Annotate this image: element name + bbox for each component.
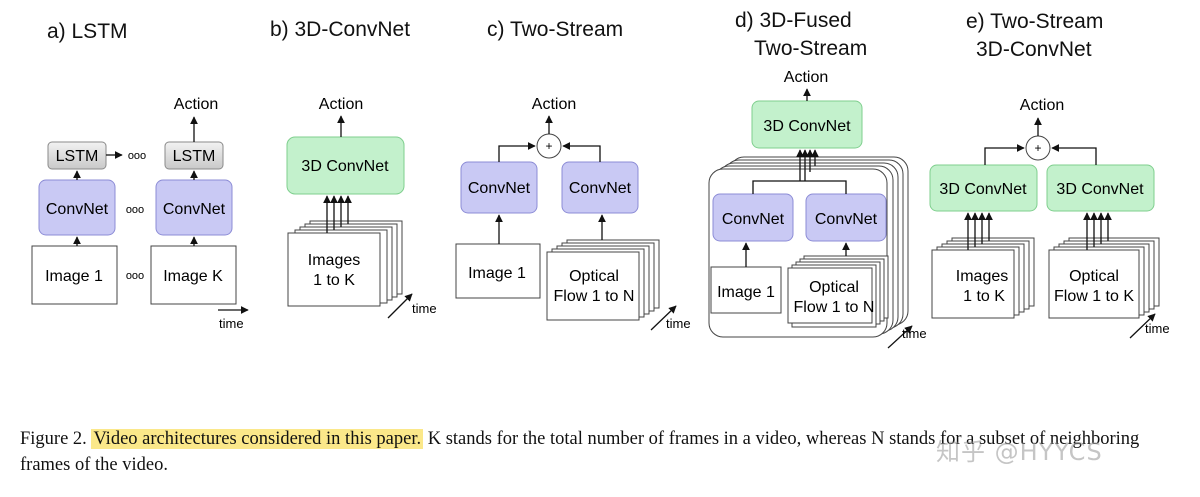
image-stack-b-label-2: 1 to K: [313, 272, 355, 289]
panel-e-action-label: Action: [1020, 97, 1064, 114]
image-box-c: [455, 243, 541, 299]
panel-c-title: c) Two-Stream: [487, 18, 623, 41]
panel-c-two-stream: c) Two-Stream Action + ConvNet ConvNet I…: [455, 18, 691, 331]
flow-stack-d: [787, 255, 889, 328]
flow-stack-e-label-1: Optical: [1069, 268, 1119, 285]
image-stack-b: [287, 220, 403, 307]
caption-highlight: Video architectures considered in this p…: [91, 429, 424, 449]
caption-rest: K stands for the total number of frames …: [20, 429, 1140, 475]
panel-e-time-label: time: [1145, 321, 1170, 336]
architecture-diagram: a) LSTM Action LSTM LSTM ConvNet ConvNet…: [31, 9, 1170, 349]
figure-caption: Figure 2. Video architectures considered…: [20, 426, 1185, 478]
panel-d-title-line1: d) 3D-Fused: [735, 9, 852, 32]
image-box-c-label: Image 1: [468, 265, 526, 282]
convnet-box-2-label: ConvNet: [163, 201, 226, 218]
conv3d-box-e2-label: 3D ConvNet: [1056, 181, 1144, 198]
ellipsis-lstm: ooo: [128, 150, 146, 162]
panel-b-time-label: time: [412, 301, 437, 316]
panel-c-arrows: [495, 115, 677, 331]
panel-a-lstm: a) LSTM Action LSTM LSTM ConvNet ConvNet…: [31, 20, 249, 331]
panel-c-time-label: time: [666, 316, 691, 331]
panel-b-3d-convnet: b) 3D-ConvNet Action 3D ConvNet Images 1…: [270, 18, 437, 319]
conv3d-box-e1-label: 3D ConvNet: [939, 181, 1027, 198]
convnet-box-d2-label: ConvNet: [815, 211, 878, 228]
image-box-1: [31, 245, 118, 305]
image-box-2-label: Image K: [163, 268, 223, 285]
image-stack-b-label-1: Images: [308, 252, 360, 269]
panel-d-arrows: [742, 88, 913, 349]
panel-a-action-label: Action: [174, 96, 218, 113]
convnet-box-d1-label: ConvNet: [722, 211, 785, 228]
panel-d-title-line2: Two-Stream: [754, 37, 867, 60]
panel-a-title: a) LSTM: [47, 20, 128, 43]
conv3d-box-d-label: 3D ConvNet: [763, 118, 851, 135]
fusion-plus-label-e: +: [1034, 141, 1041, 155]
convnet-box-c2-label: ConvNet: [569, 180, 632, 197]
image-box-d: [710, 266, 782, 314]
ellipsis-image: ooo: [126, 270, 144, 282]
panel-b-action-label: Action: [319, 96, 363, 113]
panel-a-time-label: time: [219, 316, 244, 331]
panel-d-time-label: time: [902, 326, 927, 341]
panel-c-action-label: Action: [532, 96, 576, 113]
flow-stack-e-label-2: Flow 1 to K: [1054, 288, 1134, 305]
convnet-box-c1-label: ConvNet: [468, 180, 531, 197]
panel-e-title-line1: e) Two-Stream: [966, 10, 1103, 33]
image-box-d-label: Image 1: [717, 284, 775, 301]
panel-e-arrows: [964, 117, 1156, 339]
panel-d-3d-fused: d) 3D-Fused Two-Stream Action 3D ConvNet…: [708, 9, 927, 349]
convnet-box-1-label: ConvNet: [46, 201, 109, 218]
conv3d-box-e1: [929, 164, 1038, 212]
image-stack-e: [931, 237, 1035, 319]
image-stack-e-label-1: Images: [956, 268, 1008, 285]
panel-b-title: b) 3D-ConvNet: [270, 18, 410, 41]
flow-stack-c: [546, 239, 660, 321]
flow-stack-d-label-2: Flow 1 to N: [794, 299, 875, 316]
flow-stack-c-label-2: Flow 1 to N: [554, 288, 635, 305]
panel-b-arrows: [323, 115, 413, 319]
flow-stack-e: [1048, 237, 1160, 319]
lstm-box-2-label: LSTM: [173, 148, 216, 165]
image-box-1-label: Image 1: [45, 268, 103, 285]
conv3d-box: [286, 136, 405, 195]
panel-a-arrows: [73, 116, 249, 314]
flow-stack-d-label-1: Optical: [809, 279, 859, 296]
image-stack-e-label-2: 1 to K: [963, 288, 1005, 305]
panel-d-action-label: Action: [784, 69, 828, 86]
flow-stack-c-label-1: Optical: [569, 268, 619, 285]
lstm-box-1-label: LSTM: [56, 148, 99, 165]
panel-e-title-line2: 3D-ConvNet: [976, 38, 1092, 61]
fusion-plus-label-c: +: [545, 139, 552, 153]
conv3d-box-e2: [1046, 164, 1155, 212]
conv3d-box-label: 3D ConvNet: [301, 158, 389, 175]
ellipsis-convnet: ooo: [126, 204, 144, 216]
caption-label: Figure 2.: [20, 429, 87, 449]
panel-e-two-stream-3d: e) Two-Stream 3D-ConvNet Action + 3D Con…: [929, 10, 1170, 339]
watermark: 知乎 @HYYCS: [936, 438, 1103, 466]
